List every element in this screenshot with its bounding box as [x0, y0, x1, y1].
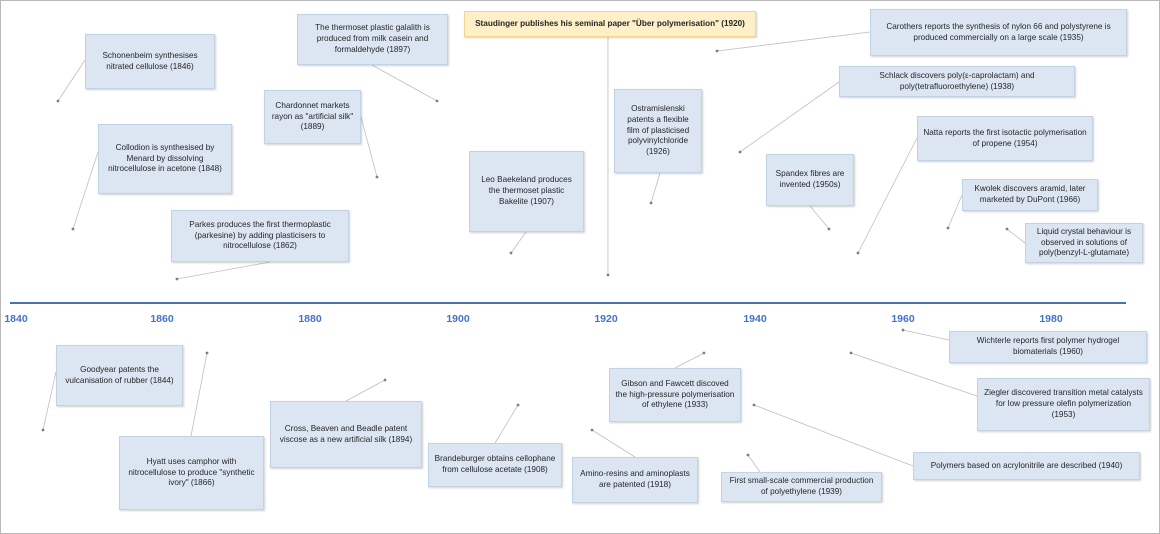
event-wichterle: Wichterle reports first polymer hydrogel… [949, 331, 1147, 363]
event-gibson: Gibson and Fawcett discoved the high-pre… [609, 368, 741, 422]
event-schonenbeim: Schonenbeim synthesises nitrated cellulo… [85, 34, 215, 89]
connector-dot-parkes [175, 277, 179, 281]
connector-galalith [371, 64, 438, 102]
timeline-axis [10, 302, 1126, 304]
event-kwolek: Kwolek discovers aramid, later marketed … [962, 179, 1098, 211]
connector-goodyear [42, 371, 57, 431]
event-polyethylene: First small-scale commercial production … [721, 472, 882, 502]
connector-kwolek [947, 194, 963, 229]
connector-ziegler [850, 352, 978, 397]
connector-dot-carothers [715, 49, 719, 53]
connector-dot-galalith [435, 99, 439, 103]
connector-dot-liquid-crystal [1005, 227, 1009, 231]
connector-dot-brandeburger [516, 403, 520, 407]
connector-dot-polyethylene [746, 453, 750, 457]
event-spandex: Spandex fibres are invented (1950s) [766, 154, 854, 206]
connector-chardonnet [360, 116, 378, 178]
connector-dot-bakelite [509, 251, 513, 255]
connector-bakelite [510, 231, 527, 254]
connector-dot-schonenbeim [56, 99, 60, 103]
connector-ostromislenski [650, 172, 661, 204]
connector-hyatt [190, 352, 208, 437]
event-amino: Amino-resins and aminoplasts are patente… [572, 457, 698, 503]
event-carothers: Carothers reports the synthesis of nylon… [870, 9, 1127, 56]
connector-schonenbeim [57, 59, 86, 102]
connector-amino [591, 429, 636, 458]
connector-dot-acrylonitrile [752, 403, 756, 407]
year-label-1840: 1840 [4, 313, 28, 325]
connector-dot-staudinger [606, 273, 610, 277]
connector-dot-chardonnet [375, 175, 379, 179]
event-cross-beaven: Cross, Beaven and Beadle patent viscose … [270, 401, 422, 468]
connector-schlack [739, 81, 840, 153]
connector-carothers [716, 31, 871, 52]
connector-natta [857, 137, 918, 254]
event-ostromislenski: Ostramislenski patents a flexible film o… [614, 89, 702, 173]
connector-parkes [176, 261, 271, 280]
connector-dot-schlack [738, 150, 742, 154]
year-label-1860: 1860 [150, 313, 174, 325]
event-goodyear: Goodyear patents the vulcanisation of ru… [56, 345, 183, 406]
event-parkes: Parkes produces the first thermoplastic … [171, 210, 349, 262]
connector-dot-collodion [71, 227, 75, 231]
connector-dot-hyatt [205, 351, 209, 355]
year-label-1900: 1900 [446, 313, 470, 325]
connector-collodion [72, 151, 99, 230]
event-staudinger: Staudinger publishes his seminal paper "… [464, 11, 756, 37]
connector-dot-spandex [827, 227, 831, 231]
connector-dot-cross-beaven [383, 378, 387, 382]
event-schlack: Schlack discovers poly(ε-caprolactam) an… [839, 66, 1075, 97]
year-label-1880: 1880 [298, 313, 322, 325]
connector-dot-natta [856, 251, 860, 255]
connector-gibson [674, 352, 705, 369]
connector-dot-wichterle [901, 328, 905, 332]
connector-dot-amino [590, 428, 594, 432]
event-ziegler: Ziegler discovered transition metal cata… [977, 378, 1150, 431]
event-liquid-crystal: Liquid crystal behaviour is observed in … [1025, 223, 1143, 263]
event-natta: Natta reports the first isotactic polyme… [917, 116, 1093, 161]
connector-spandex [809, 205, 830, 230]
connector-dot-goodyear [41, 428, 45, 432]
year-label-1920: 1920 [594, 313, 618, 325]
connector-dot-ziegler [849, 351, 853, 355]
connector-dot-kwolek [946, 226, 950, 230]
connector-dot-ostromislenski [649, 201, 653, 205]
year-label-1960: 1960 [891, 313, 915, 325]
event-brandeburger: Brandeburger obtains cellophane from cel… [428, 443, 562, 487]
event-bakelite: Leo Baekeland produces the thermoset pla… [469, 151, 584, 232]
year-label-1980: 1980 [1039, 313, 1063, 325]
connector-cross-beaven [345, 379, 386, 402]
event-galalith: The thermoset plastic galalith is produc… [297, 14, 448, 65]
connector-liquid-crystal [1006, 228, 1026, 244]
event-hyatt: Hyatt uses camphor with nitrocellulose t… [119, 436, 264, 510]
year-label-1940: 1940 [743, 313, 767, 325]
connector-brandeburger [494, 404, 519, 444]
event-acrylonitrile: Polymers based on acrylonitrile are desc… [913, 452, 1140, 480]
event-collodion: Collodion is synthesised by Menard by di… [98, 124, 232, 194]
connector-polyethylene [747, 454, 761, 473]
connector-acrylonitrile [753, 404, 914, 467]
connector-dot-gibson [702, 351, 706, 355]
event-chardonnet: Chardonnet markets rayon as "artificial … [264, 90, 361, 144]
connector-wichterle [902, 329, 950, 341]
